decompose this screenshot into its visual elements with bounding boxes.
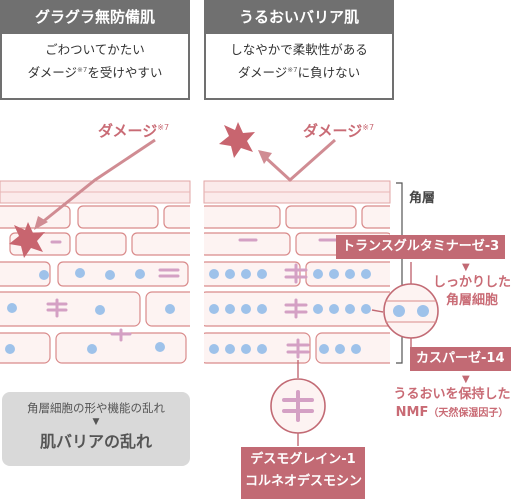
enzyme2-nmf: NMF: [395, 405, 429, 420]
protein-line2: コルネオデスモシン: [245, 474, 363, 489]
left-title: グラグラ無防備肌: [0, 0, 190, 34]
zoom-circle-cell: [371, 283, 439, 339]
enzyme2-effect-line2: NMF（天然保湿因子）: [385, 404, 519, 423]
enzyme2-effect-line1: うるおいを保持した: [393, 387, 511, 402]
left-damage-note: ※7: [157, 123, 170, 132]
right-horny-layer: [203, 180, 391, 204]
left-desc-line2: ダメージ※7を受けやすい: [2, 60, 188, 83]
left-desc-damage: ダメージ: [27, 65, 78, 80]
enzyme1-effect-line2: 角層細胞: [445, 293, 498, 308]
enzyme1-label: トランスグルタミナーゼ-3: [336, 235, 506, 259]
left-damage-label: ダメージ※7: [98, 120, 169, 141]
enzyme1-effect: しっかりした 角層細胞: [432, 274, 512, 310]
left-nmf-dots: [5, 268, 175, 354]
left-desc-note: ※7: [77, 66, 88, 74]
left-damage-arrow: [34, 138, 156, 230]
left-description: ごわついてかたい ダメージ※7を受けやすい: [0, 34, 190, 100]
right-cells: [204, 205, 390, 364]
right-title: うるおいバリア肌: [204, 0, 394, 34]
right-desc-damage: ダメージ: [237, 65, 288, 80]
protein-label: デスモグレイン-1 コルネオデスモシン: [241, 447, 365, 499]
left-damage-star-icon: [9, 222, 45, 258]
enzyme1-effect-line1: しっかりした: [432, 275, 511, 290]
left-cells: [0, 205, 190, 364]
right-desc-note: ※7: [287, 66, 298, 74]
left-desc-line1: ごわついてかたい: [45, 42, 145, 57]
enzyme2-label: カスパーゼ-14: [410, 347, 511, 371]
zoom-circle-desmosome: [270, 360, 326, 446]
right-damage-note: ※7: [362, 123, 375, 132]
right-desc-line2: ダメージ※7に負けない: [206, 60, 392, 83]
right-damage-text: ダメージ: [303, 122, 363, 140]
left-horny-layer: [0, 180, 191, 204]
right-desc-line1: しなやかで柔軟性がある: [230, 42, 368, 57]
left-result-line1: 角層細胞の形や機能の乱れ: [27, 401, 165, 415]
left-result-line2: 肌バリアの乱れ: [39, 432, 152, 451]
enzyme2-arrow-icon: ▼: [462, 374, 470, 385]
stratum-bracket: [396, 182, 403, 364]
right-desmosomes: [238, 238, 338, 359]
left-result-arrow-icon: ▼: [92, 417, 100, 427]
right-damage-star-icon: [219, 122, 255, 158]
right-damage-label: ダメージ※7: [303, 120, 374, 141]
left-damage-text: ダメージ: [98, 122, 158, 140]
stratum-corneum-label: 角層: [409, 191, 436, 206]
enzyme2-effect: うるおいを保持した NMF（天然保湿因子）: [385, 386, 519, 423]
enzyme2-nmf-note: （天然保湿因子）: [428, 408, 509, 419]
enzyme1-arrow-icon: ▼: [462, 262, 470, 273]
right-desc-post: に負けない: [297, 65, 361, 80]
protein-line1: デスモグレイン-1: [250, 452, 356, 467]
right-nmf-dots: [209, 269, 371, 354]
left-result-box: 角層細胞の形や機能の乱れ ▼ 肌バリアの乱れ: [2, 392, 190, 466]
right-damage-arrow: [258, 138, 336, 183]
left-desmosomes: [46, 240, 180, 342]
right-description: しなやかで柔軟性がある ダメージ※7に負けない: [204, 34, 394, 100]
left-desc-post: を受けやすい: [87, 65, 163, 80]
